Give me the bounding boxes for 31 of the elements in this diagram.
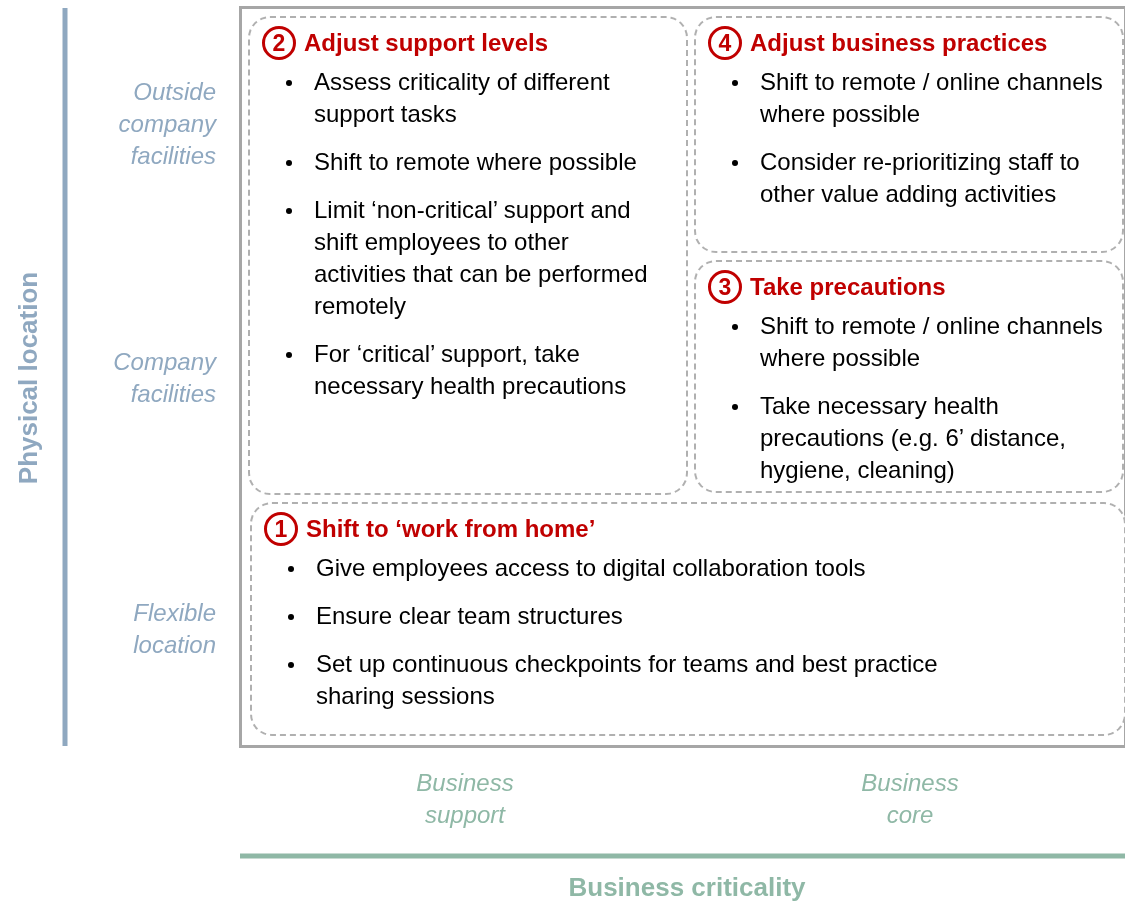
dashed-rounded-box	[694, 260, 1124, 493]
dashed-rounded-box	[694, 16, 1124, 253]
bullet-text: Give employees access to digital collaboration tools	[316, 553, 866, 583]
axis-category-label: Business support	[415, 768, 515, 830]
bullet-text: Consider re-prioritizing staff to other value adding activities	[760, 147, 1081, 209]
number-badge: 1	[264, 512, 298, 546]
matrix-frame	[239, 6, 1125, 748]
axis-category-label: Outside company facilities	[117, 77, 216, 171]
section-heading: Take precautions	[750, 273, 946, 301]
bullet-text: Take necessary health precautions (e.g. 6’ distance, hygiene, cleaning)	[760, 391, 1067, 485]
bullet-text: Shift to remote / online channels where possible	[760, 311, 1104, 373]
axis-category-label: Business core	[860, 768, 960, 830]
axis-category-label: Company facilities	[112, 347, 216, 409]
bullet-text: Set up continuous checkpoints for teams and best practice sharing sessions	[316, 649, 939, 711]
bullet-text: Shift to remote / online channels where possible	[760, 67, 1104, 129]
axis-category-label: Flexible location	[132, 598, 216, 660]
section-heading: Adjust support levels	[304, 29, 549, 57]
number-badge: 3	[708, 270, 742, 304]
bullet-text: Shift to remote where possible	[314, 147, 637, 177]
section-heading: Shift to ‘work from home’	[306, 515, 596, 543]
section-heading: Adjust business practices	[750, 29, 1048, 57]
bullet-text: Assess criticality of different support tasks	[314, 67, 611, 129]
bullet-text: Limit ‘non-critical’ support and shift employees to other activities that can be performed remotely	[314, 195, 649, 321]
bullet-text: For ‘critical’ support, take necessary health precautions	[314, 339, 628, 401]
dashed-rounded-box	[250, 502, 1125, 736]
axis-title: Business criticality	[567, 872, 807, 902]
bullet-text: Ensure clear team structures	[316, 601, 623, 631]
axis-title: Physical location	[13, 270, 43, 487]
number-badge: 4	[708, 26, 742, 60]
number-badge: 2	[262, 26, 296, 60]
dashed-rounded-box	[248, 16, 688, 495]
